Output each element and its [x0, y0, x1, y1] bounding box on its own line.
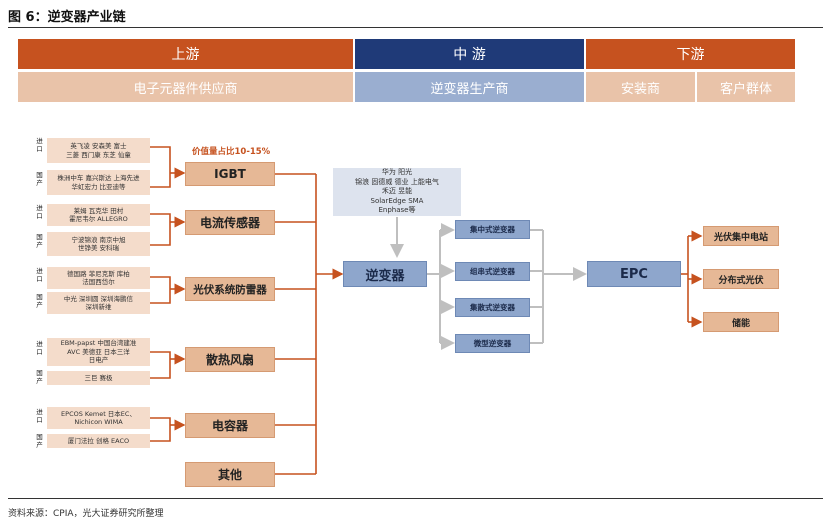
- customer-distributed-pv: 分布式光伏: [703, 269, 779, 289]
- fan-bracket: [150, 351, 171, 379]
- component-cooling-fan: 散热风扇: [185, 347, 275, 372]
- surge-import-suppliers: 德国路 菲尼克斯 库柏 法国西岱尔: [47, 267, 150, 289]
- import-label: 进口: [36, 204, 43, 220]
- figure-title: 图 6：逆变器产业链: [8, 10, 126, 25]
- domestic-label: 国产: [36, 369, 43, 385]
- midstream-header: 中 游: [355, 39, 584, 69]
- import-label: 进口: [36, 137, 43, 153]
- installer-subheader: 安装商: [586, 72, 695, 102]
- domestic-label: 国产: [36, 293, 43, 309]
- source-note: 资料来源：CPIA，光大证券研究所整理: [8, 509, 164, 519]
- title-divider: [8, 27, 823, 28]
- midstream-subheader: 逆变器生产商: [355, 72, 584, 102]
- capacitor-bracket: [150, 417, 171, 442]
- sensor-import-suppliers: 莱姆 瓦克华 田村 霍尼韦尔 ALLEGRO: [47, 204, 150, 226]
- fan-import-suppliers: EBM-papst 中国台湾建准 AVC 美德亚 日本三洋 日电产: [47, 338, 150, 366]
- domestic-label: 国产: [36, 171, 43, 187]
- igbt-bracket: [150, 146, 171, 188]
- component-capacitor: 电容器: [185, 413, 275, 438]
- downstream-header: 下游: [586, 39, 795, 69]
- igbt-domestic-suppliers: 株洲中车 嘉兴斯达 上海先进 华虹宏力 比亚迪等: [47, 170, 150, 195]
- import-label: 进口: [36, 267, 43, 283]
- micro-inverter: 微型逆变器: [455, 334, 530, 353]
- component-others: 其他: [185, 462, 275, 487]
- upstream-header: 上游: [18, 39, 353, 69]
- value-share-note: 价值量占比10-15%: [192, 147, 271, 157]
- domestic-label: 国产: [36, 233, 43, 249]
- capacitor-domestic-suppliers: 厦门法拉 创格 EACO: [47, 434, 150, 448]
- sensor-domestic-suppliers: 宁波锦浪 南京中旭 世铮美 安科瑞: [47, 232, 150, 256]
- distributed-inverter: 集散式逆变器: [455, 298, 530, 317]
- domestic-label: 国产: [36, 433, 43, 449]
- igbt-import-suppliers: 英飞凌 安森美 富士 三菱 西门康 东芝 仙童: [47, 138, 150, 163]
- string-inverter: 组串式逆变器: [455, 262, 530, 281]
- component-surge-protector: 光伏系统防雷器: [185, 277, 275, 301]
- fan-domestic-suppliers: 三巨 赛极: [47, 371, 150, 385]
- component-current-sensor: 电流传感器: [185, 210, 275, 235]
- import-label: 进口: [36, 340, 43, 356]
- central-inverter: 集中式逆变器: [455, 220, 530, 239]
- capacitor-import-suppliers: EPCOS Kemet 日本EC、 Nichicon WIMA: [47, 407, 150, 429]
- epc-node: EPC: [587, 261, 681, 287]
- inverter-manufacturers: 华为 阳光 锦浪 固德威 德业 上能电气 禾迈 昱能 SolarEdge SMA…: [333, 168, 461, 216]
- import-label: 进口: [36, 408, 43, 424]
- inverter-node: 逆变器: [343, 261, 427, 287]
- component-igbt: IGBT: [185, 162, 275, 186]
- customer-utility-plant: 光伏集中电站: [703, 226, 779, 246]
- upstream-subheader: 电子元器件供应商: [18, 72, 353, 102]
- surge-bracket: [150, 276, 171, 304]
- surge-domestic-suppliers: 中光 深圳圆 深圳海鹏信 深圳新维: [47, 292, 150, 314]
- customer-storage: 储能: [703, 312, 779, 332]
- footer-divider: [8, 498, 823, 499]
- sensor-bracket: [150, 213, 171, 246]
- customer-subheader: 客户群体: [697, 72, 795, 102]
